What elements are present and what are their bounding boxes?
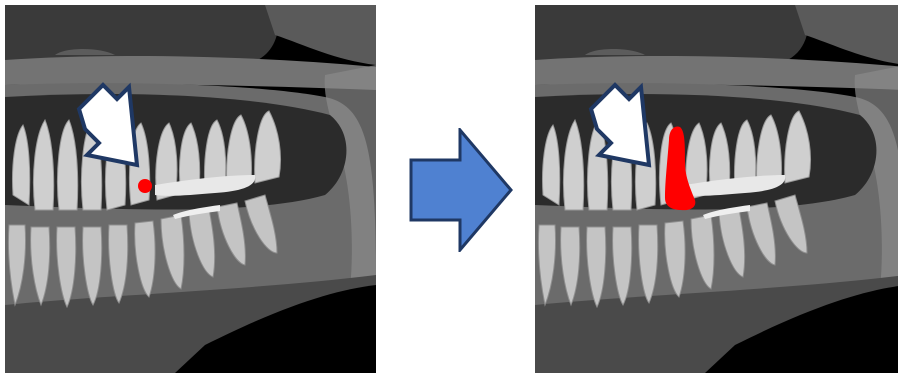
xray-panel-after <box>535 5 898 373</box>
xray-panel-before <box>5 5 376 373</box>
blue-arrow-right-icon <box>408 128 514 252</box>
xray-image-before <box>5 5 376 373</box>
xray-image-after <box>535 5 898 373</box>
highlight-dot <box>138 179 152 193</box>
